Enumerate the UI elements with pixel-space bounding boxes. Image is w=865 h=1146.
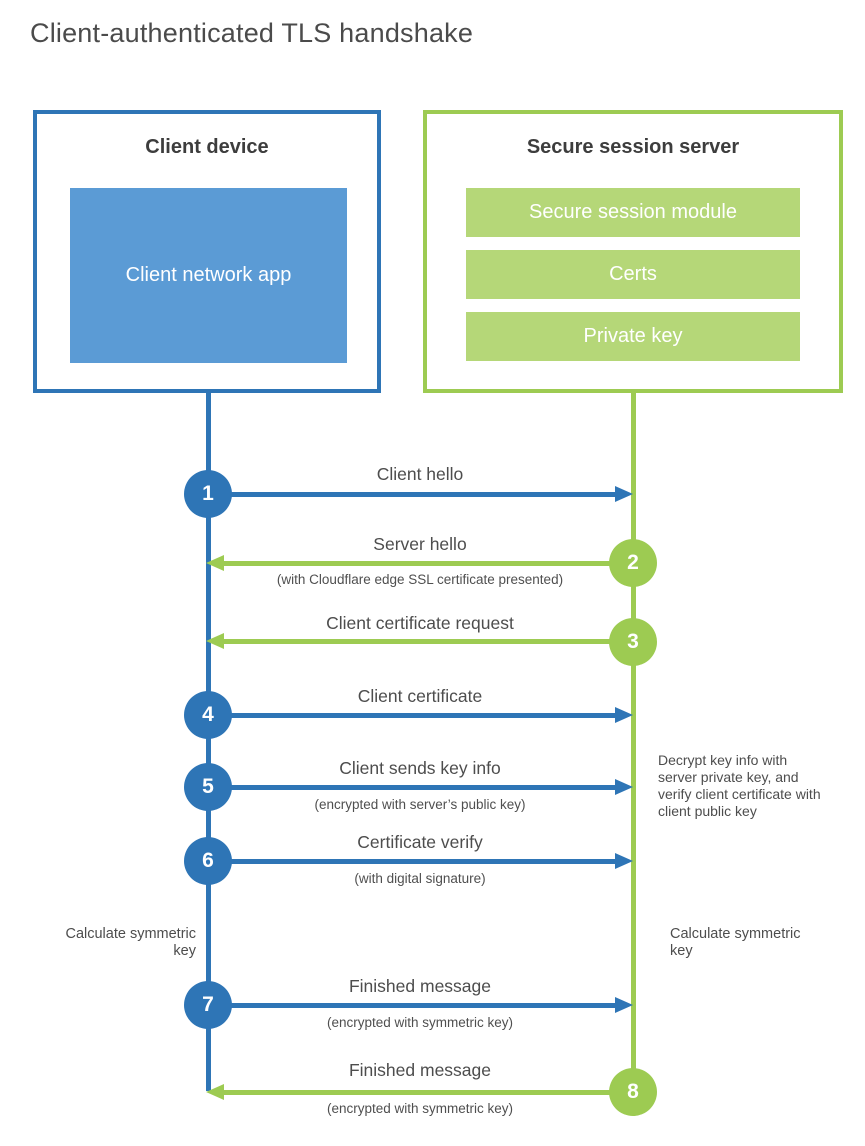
- flow-3-arrow-shaft: [224, 639, 633, 644]
- client-network-app-node: Client network app: [70, 188, 347, 363]
- client-network-app-label: Client network app: [125, 264, 292, 286]
- flow-1-arrow-right-icon: [615, 486, 633, 502]
- flow-7-arrow-right-icon: [615, 997, 633, 1013]
- flow-1-arrow-shaft: [208, 492, 617, 497]
- flow-4-arrow-right-icon: [615, 707, 633, 723]
- client-device-title: Client device: [145, 136, 269, 158]
- flow-7-label: Finished message: [348, 976, 492, 996]
- flow-1-step-circle: 1: [184, 470, 232, 518]
- flow-1-label: Client hello: [376, 464, 464, 484]
- flow-2-step-circle: 2: [609, 539, 657, 587]
- secure-session-server-box: Secure session server Secure session mod…: [423, 110, 843, 393]
- server-lifeline: [630, 393, 636, 1092]
- flow-3-step-circle: 3: [609, 618, 657, 666]
- flow-2-sublabel: (with Cloudflare edge SSL certificate pr…: [276, 572, 564, 587]
- flow-5-label: Client sends key info: [339, 758, 501, 778]
- secure-session-server-title: Secure session server: [526, 136, 740, 158]
- flow-7-step-circle: 7: [184, 981, 232, 1029]
- server-module-certs: Certs: [466, 250, 800, 299]
- flow-6-arrow-shaft: [208, 859, 617, 864]
- flow-7-sublabel: (encrypted with symmetric key): [326, 1015, 514, 1030]
- flow-5-step-circle: 5: [184, 763, 232, 811]
- flow-6-step-circle: 6: [184, 837, 232, 885]
- flow-8-step-circle: 8: [609, 1068, 657, 1116]
- flow-3-label: Client certificate request: [326, 613, 514, 633]
- server-module-private-key: Private key: [466, 312, 800, 361]
- flow-2-arrow-left-icon: [206, 555, 224, 571]
- flow-6-arrow-right-icon: [615, 853, 633, 869]
- flow-8-arrow-left-icon: [206, 1084, 224, 1100]
- calculate-symmetric-key-left-note: Calculate symmetric key: [65, 926, 196, 959]
- flow-8-arrow-shaft: [224, 1090, 633, 1095]
- flow-4-arrow-shaft: [208, 713, 617, 718]
- flow-7-arrow-shaft: [208, 1003, 617, 1008]
- flow-6-label: Certificate verify: [357, 832, 483, 852]
- flow-8-sublabel: (encrypted with symmetric key): [326, 1101, 514, 1116]
- decrypt-key-info-note: Decrypt key info with server private key…: [658, 752, 821, 819]
- flow-5-arrow-shaft: [208, 785, 617, 790]
- client-device-box: Client device Client network app: [33, 110, 381, 393]
- calculate-symmetric-key-right-note: Calculate symmetric key: [670, 926, 801, 959]
- client-lifeline: [205, 393, 211, 1091]
- flow-5-arrow-right-icon: [615, 779, 633, 795]
- flow-4-step-circle: 4: [184, 691, 232, 739]
- flow-8-label: Finished message: [348, 1060, 492, 1080]
- flow-6-sublabel: (with digital signature): [354, 871, 486, 886]
- flow-3-arrow-left-icon: [206, 633, 224, 649]
- flow-5-sublabel: (encrypted with server’s public key): [314, 797, 526, 812]
- server-module-secure-session: Secure session module: [466, 188, 800, 237]
- flow-2-arrow-shaft: [224, 561, 633, 566]
- page-title: Client-authenticated TLS handshake: [30, 18, 474, 48]
- flow-2-label: Server hello: [373, 534, 467, 554]
- flow-4-label: Client certificate: [357, 686, 483, 706]
